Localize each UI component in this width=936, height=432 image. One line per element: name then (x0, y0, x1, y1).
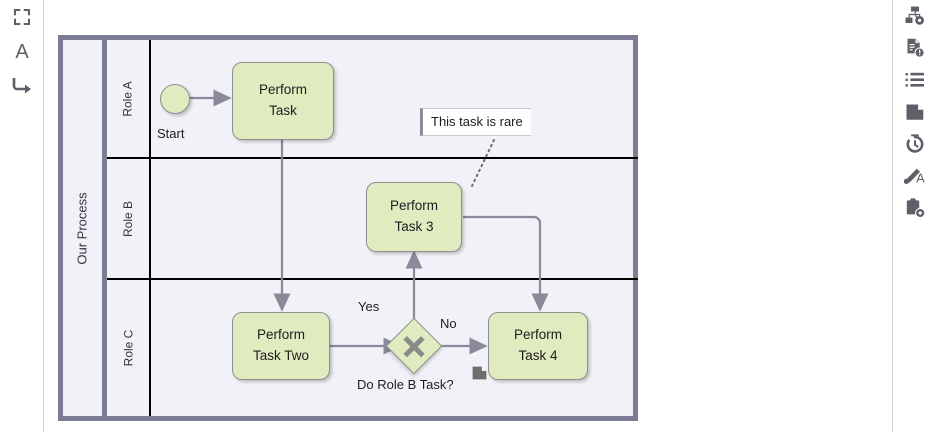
lane-header-role-c[interactable]: Role C (107, 280, 151, 416)
lane-role-a[interactable]: Role A (107, 40, 638, 157)
task-perform-task-4-line1: Perform (513, 327, 562, 343)
left-tool-palette: A (0, 0, 44, 432)
task-perform-task-two-line2: Task Two (252, 348, 310, 363)
gateway-role-b[interactable] (385, 317, 443, 375)
svg-text:A: A (15, 41, 29, 62)
list-icon[interactable] (893, 64, 936, 96)
lane-header-role-a[interactable]: Role A (107, 40, 151, 157)
clipboard-settings-icon[interactable] (893, 192, 936, 224)
connector-tool-icon[interactable] (0, 68, 44, 102)
shapes-layer: Start Perform Task This task is rare Per… (44, 0, 892, 432)
pool-header[interactable]: Our Process (63, 40, 107, 416)
task-perform-task-4[interactable]: Perform Task 4 (488, 312, 588, 380)
task-perform-task-two[interactable]: Perform Task Two (232, 312, 330, 380)
annotation-rare-text: This task is rare (431, 114, 523, 129)
right-tool-palette: A (892, 0, 936, 432)
annotation-rare[interactable]: This task is rare (420, 108, 531, 136)
lane-role-c[interactable]: Role C (107, 278, 638, 416)
start-event-label: Start (157, 126, 185, 141)
annotate-icon[interactable]: A (893, 160, 936, 192)
task-perform-task-line1: Perform (258, 82, 307, 98)
lane-role-b[interactable]: Role B (107, 157, 638, 278)
task-perform-task-3-line2: Task 3 (394, 219, 434, 234)
start-event[interactable] (160, 84, 190, 114)
document-info-icon[interactable] (893, 32, 936, 64)
flow-label-yes: Yes (358, 299, 380, 314)
svg-text:A: A (916, 170, 925, 185)
gateway-label: Do Role B Task? (357, 377, 454, 392)
task-perform-task-line2: Task (269, 103, 297, 118)
task-perform-task-two-line1: Perform (256, 327, 305, 343)
document-marker-icon (472, 366, 487, 380)
history-icon[interactable] (893, 128, 936, 160)
task-perform-task-3[interactable]: Perform Task 3 (366, 182, 462, 252)
text-tool-icon[interactable]: A (0, 34, 44, 68)
fullscreen-icon[interactable] (0, 0, 44, 34)
process-settings-icon[interactable] (893, 0, 936, 32)
task-perform-task[interactable]: Perform Task (232, 62, 334, 140)
flow-label-no: No (440, 316, 457, 331)
task-perform-task-4-line2: Task 4 (518, 348, 558, 363)
diagram-canvas[interactable]: Our Process Role A Role B Role C (44, 0, 892, 432)
page-icon[interactable] (893, 96, 936, 128)
task-perform-task-3-line1: Perform (389, 198, 438, 214)
lane-header-role-b[interactable]: Role B (107, 159, 151, 278)
